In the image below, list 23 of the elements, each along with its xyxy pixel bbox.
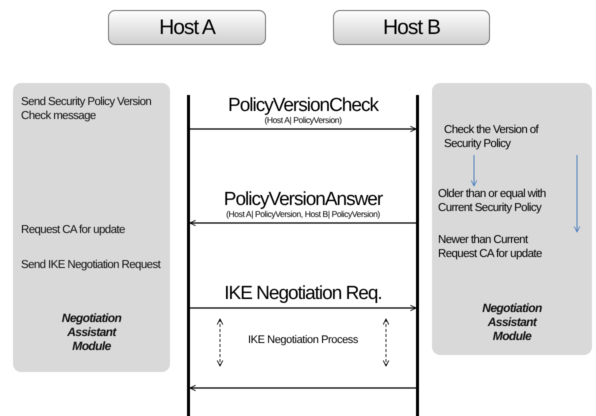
module-panel xyxy=(432,83,592,355)
step-text: Check the Version of Security Policy xyxy=(444,123,566,153)
arrow xyxy=(470,154,478,186)
participant-box: Host A xyxy=(108,10,266,45)
step-text: Send IKE Negotiation Request xyxy=(21,258,162,272)
arrow xyxy=(574,154,580,232)
arrow xyxy=(190,304,416,312)
step-text: Request CA for update xyxy=(21,223,126,237)
arrow xyxy=(190,384,416,392)
arrow xyxy=(190,126,416,132)
step-text: Send Security Policy Version Check message xyxy=(21,95,152,123)
step-text: Newer than Current Request CA for update xyxy=(438,233,588,263)
module-title: Negotiation Assistant Module xyxy=(60,311,122,353)
lifeline xyxy=(416,95,419,416)
parameter-label: (Host A| PolicyVersion) xyxy=(263,115,343,125)
parameter-label: (Host A| PolicyVersion, Host B| PolicyVersion) xyxy=(225,209,381,219)
note-text: IKE Negotiation Process xyxy=(246,334,360,346)
module-panel xyxy=(13,83,170,372)
step-text: Older than or equal with Current Security Policy xyxy=(438,187,570,217)
module-title: Negotiation Assistant Module xyxy=(481,301,543,343)
lifeline xyxy=(187,95,190,416)
arrow xyxy=(190,220,416,226)
participant-box: Host B xyxy=(333,10,490,45)
